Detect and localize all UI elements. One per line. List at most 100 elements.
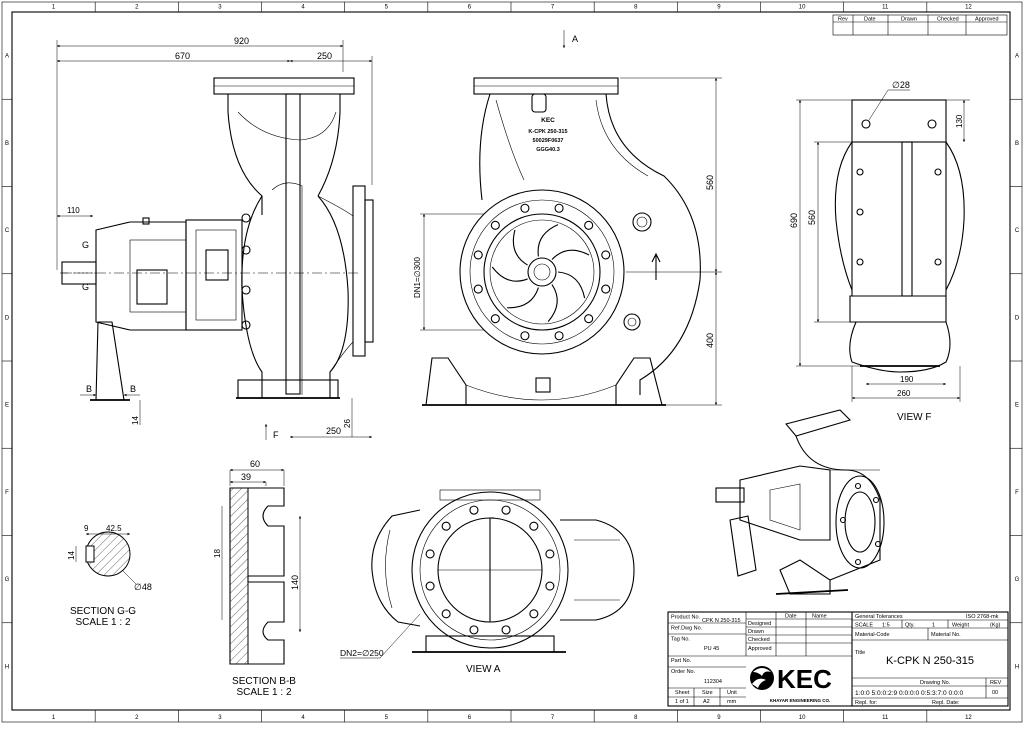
grid-row-label: A [1015,54,1019,60]
rev-header-date: Date [864,17,876,23]
grid-col-label: 2 [135,715,139,721]
label-general-tolerances: General Tolerances [855,614,903,620]
label-view-a-arrow: A [572,34,578,44]
dim-foot-length: 250 [326,426,341,436]
grid-row-label: C [5,228,10,234]
grid-col-label: 12 [965,5,972,11]
label-section-g-top: G [82,240,89,250]
dim-gg-keyway-width: 9 [84,524,89,533]
label-scale: SCALE [855,623,873,629]
dim-dn2: DN2=∅250 [340,648,384,658]
value-scale: 1:5 [882,623,890,629]
dim-upper-height: 560 [705,175,715,190]
grid-row-label: B [1015,141,1019,147]
section-gg-title: SECTION G-G [70,606,136,617]
dim-view-f-height: 690 [789,213,799,228]
section-gg: 42.5 9 14 ∅48 SECTION G-G SCALE 1 : 2 [67,524,152,628]
label-tag-no: Tag No. [671,637,690,643]
rev-header-approved: Approved [975,17,999,23]
grid-col-label: 4 [301,5,305,11]
value-size: A2 [703,699,710,705]
dim-gg-diameter: ∅48 [134,582,152,592]
flange-bolt [529,609,539,619]
label-section-g-bottom: G [82,282,89,292]
flange-bolt [501,505,511,515]
grid-row-label: B [5,141,9,147]
grid-col-label: 6 [468,5,472,11]
flange-bolt [469,505,479,515]
flange-bolt [473,284,483,294]
grid-col-label: 3 [218,5,222,11]
flange-bolt [501,625,511,635]
flange-bolt [425,549,435,559]
dim-bb-h1: 18 [213,549,222,558]
grid-col-label: 2 [135,5,139,11]
grid-col-label: 9 [717,5,721,11]
label-product-no: Product No. [671,615,701,621]
flange-bolt [490,314,500,324]
impeller-vane [557,271,586,299]
flange-bolt [554,203,564,213]
dim-bb-inner-width: 39 [241,472,251,482]
rev-header-rev: Rev [838,17,848,23]
dim-dn1: DN1=∅300 [413,256,422,298]
impeller-vane [507,287,539,309]
casing-nameplate: KEC K-CPK 250-315 50029F0637 GGG40.3 [528,117,567,153]
isometric-view [715,409,885,595]
suction-flange-bolts [473,203,611,341]
flange-bolt [601,250,611,260]
row-drawn: Drawn [748,629,764,635]
dim-view-f-inner-width: 190 [900,375,914,384]
section-bb-title: SECTION B-B [232,676,296,687]
label-view-f-arrow: F [273,430,279,440]
grid-col-label: 1 [52,715,56,721]
grid-col-label: 4 [301,715,305,721]
label-material-no: Material No. [931,632,961,638]
row-checked: Checked [748,637,770,643]
section-bb-scale: SCALE 1 : 2 [236,687,291,698]
grid-row-label: H [5,664,9,670]
value-iso: ISO 2768-mk [966,614,999,620]
dim-view-f-inner-height: 560 [807,210,817,225]
grid-col-label: 8 [634,715,638,721]
row-approved: Approved [748,646,772,652]
grid-row-label: E [5,403,9,409]
dim-foot-thickness: 14 [131,416,140,425]
grid-row-label: D [5,315,10,321]
label-size: Size [702,690,713,696]
section-bb: 60 39 18 140 SECTION B-B SCALE 1 : 2 [213,459,302,698]
flange-bolt [441,521,451,531]
impeller-vanes [491,224,590,322]
value-qty: 1 [932,623,935,629]
view-a-title: VIEW A [466,664,501,675]
flange-bolt [545,549,555,559]
grid-row-label: C [1015,228,1020,234]
front-view: A KEC K-CPK 250-315 50029F0637 [413,30,722,406]
flange-bolt [425,581,435,591]
flange-bolt [545,581,555,591]
dim-left-length: 670 [175,51,190,61]
view-a-flange-bolts [425,505,555,635]
label-title: Title [855,650,865,656]
label-repl-date: Repl. Date: [932,700,960,706]
flange-bolt [520,331,530,341]
grid-row-label: G [1015,577,1020,583]
label-order-no: Order No. [671,669,696,675]
dim-gg-chord: 42.5 [106,524,122,533]
grid-row-label: D [1015,315,1020,321]
view-f: ∅28 130 690 560 190 260 VIEW F [789,80,970,423]
logo-text: KEC [777,664,832,694]
grid-row-label: G [5,577,10,583]
flange-bolt [441,609,451,619]
view-f-title: VIEW F [897,412,931,423]
grid-col-label: 5 [385,5,389,11]
grid-col-label: 6 [468,715,472,721]
grid-row-label: F [1015,490,1019,496]
value-order-no: 112304 [704,679,722,685]
dim-view-f-top: 130 [955,114,964,128]
label-date: Date [785,614,797,620]
label-name: Name [812,614,827,620]
dim-foot-offset: 26 [343,419,352,428]
value-rev: 00 [992,690,998,696]
